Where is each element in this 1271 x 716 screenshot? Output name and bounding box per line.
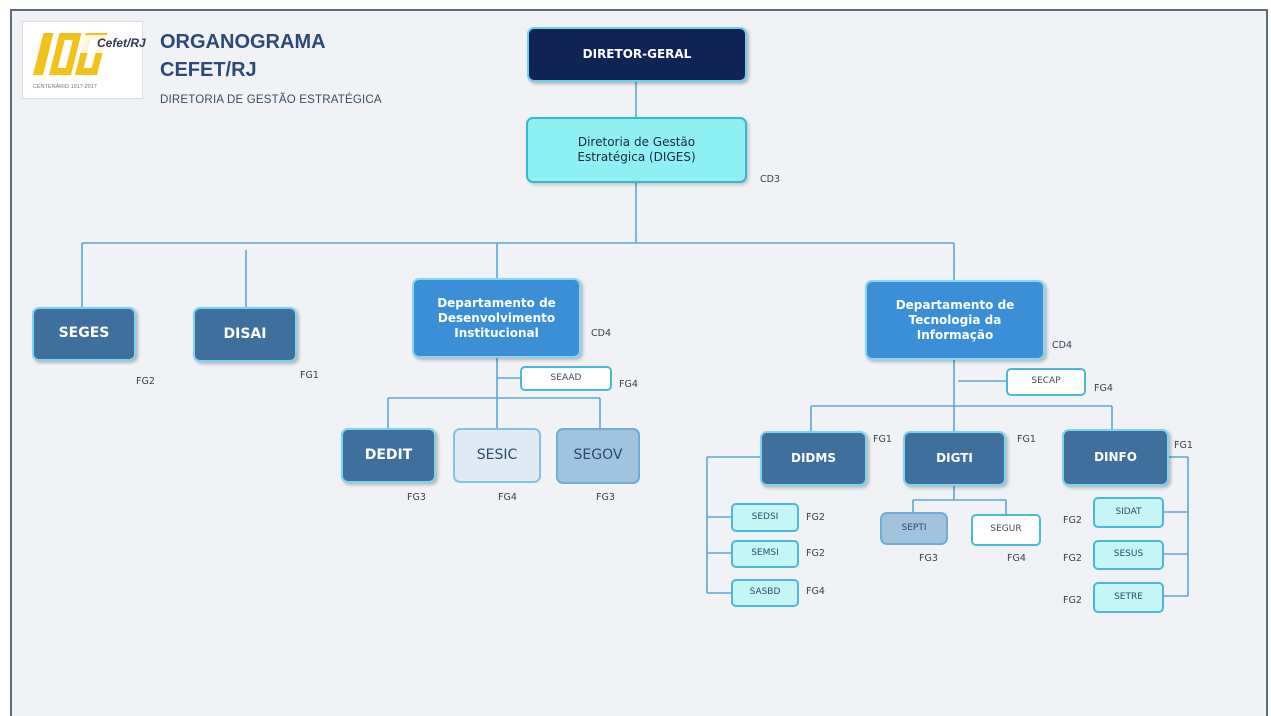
- node-setre: SETRE: [1093, 582, 1164, 613]
- page-subtitle: DIRETORIA DE GESTÃO ESTRATÉGICA: [160, 94, 382, 106]
- node-seges-label: SEGES: [58, 325, 110, 342]
- node-ddi-code: CD4: [591, 328, 611, 339]
- node-secap-code: FG4: [1094, 383, 1113, 394]
- node-segur-code: FG4: [1007, 553, 1026, 564]
- logo-footer: CENTENÁRIO 1917-2017: [33, 84, 97, 90]
- node-diges-line2: Estratégica (DIGES): [577, 150, 696, 164]
- node-seaad-code: FG4: [619, 379, 638, 390]
- node-seges: SEGES: [32, 307, 136, 361]
- cefet-logo: Cefet/RJ CENTENÁRIO 1917-2017: [22, 21, 146, 99]
- node-dinfo: DINFO: [1062, 429, 1169, 486]
- node-dinfo-label: DINFO: [1094, 450, 1137, 464]
- node-diges: Diretoria de Gestão Estratégica (DIGES): [526, 117, 747, 183]
- node-didms: DIDMS: [760, 431, 867, 486]
- node-dti-line2: Tecnologia da: [908, 312, 1002, 327]
- node-dedit: DEDIT: [341, 428, 436, 483]
- node-disai: DISAI: [193, 307, 297, 362]
- node-dedit-label: DEDIT: [364, 446, 413, 463]
- logo-name: Cefet/RJ: [97, 36, 146, 50]
- node-didms-code: FG1: [873, 434, 892, 445]
- node-septi-label: SEPTI: [901, 522, 927, 533]
- node-didms-label: DIDMS: [791, 451, 836, 465]
- node-disai-label: DISAI: [223, 325, 267, 342]
- node-sesic-label: SESIC: [476, 446, 518, 463]
- node-seges-code: FG2: [136, 376, 155, 387]
- node-dti-line3: Informação: [916, 327, 994, 342]
- centenary-100-mark: [33, 33, 111, 75]
- node-dti-line1: Departamento de: [895, 297, 1015, 312]
- node-disai-code: FG1: [300, 370, 319, 381]
- node-segov: SEGOV: [556, 428, 640, 484]
- node-semsi-label: SEMSI: [751, 548, 779, 559]
- node-seaad-label: SEAAD: [550, 372, 582, 383]
- org-chart-slide: [10, 9, 1268, 716]
- node-dti-code: CD4: [1052, 340, 1072, 351]
- node-sesus-code: FG2: [1063, 553, 1082, 564]
- node-ddi-line3: Institucional: [454, 325, 539, 340]
- page-title-institution: CEFET/RJ: [160, 59, 257, 81]
- node-secap: SECAP: [1006, 368, 1086, 396]
- page-title: ORGANOGRAMA: [160, 31, 326, 53]
- node-dinfo-code: FG1: [1174, 440, 1193, 451]
- node-septi: SEPTI: [880, 512, 948, 545]
- node-dedit-code: FG3: [407, 492, 426, 503]
- node-sedsi-label: SEDSI: [751, 511, 779, 522]
- node-ddi-line2: Desenvolvimento: [437, 310, 556, 325]
- node-digti: DIGTI: [903, 431, 1006, 486]
- node-sesic-code: FG4: [498, 492, 517, 503]
- node-diretor-geral: DIRETOR-GERAL: [527, 27, 747, 82]
- node-sidat-label: SIDAT: [1115, 506, 1142, 517]
- node-diges-code: CD3: [760, 174, 780, 185]
- node-sesus: SESUS: [1093, 540, 1164, 570]
- node-segov-code: FG3: [596, 492, 615, 503]
- node-sesic: SESIC: [453, 428, 541, 483]
- node-diges-line1: Diretoria de Gestão: [577, 135, 696, 149]
- node-digti-code: FG1: [1017, 434, 1036, 445]
- node-sedsi-code: FG2: [806, 512, 825, 523]
- node-sidat: SIDAT: [1093, 497, 1164, 528]
- node-digti-label: DIGTI: [936, 451, 973, 465]
- node-setre-code: FG2: [1063, 595, 1082, 606]
- node-semsi-code: FG2: [806, 548, 825, 559]
- node-sidat-code: FG2: [1063, 515, 1082, 526]
- node-seaad: SEAAD: [520, 366, 612, 391]
- node-sedsi: SEDSI: [731, 503, 799, 532]
- node-setre-label: SETRE: [1114, 591, 1143, 602]
- node-ddi-line1: Departamento de: [437, 295, 556, 310]
- node-segur: SEGUR: [971, 514, 1041, 546]
- node-sasbd-code: FG4: [806, 586, 825, 597]
- node-segov-label: SEGOV: [573, 447, 623, 464]
- node-ddi: Departamento de Desenvolvimento Instituc…: [412, 278, 581, 358]
- node-semsi: SEMSI: [731, 540, 799, 568]
- node-diretor-geral-label: DIRETOR-GERAL: [582, 47, 692, 61]
- node-segur-label: SEGUR: [990, 524, 1022, 535]
- node-dti: Departamento de Tecnologia da Informação: [865, 280, 1045, 360]
- node-secap-label: SECAP: [1031, 376, 1061, 387]
- node-sasbd-label: SASBD: [749, 587, 781, 598]
- node-sasbd: SASBD: [731, 579, 799, 607]
- node-septi-code: FG3: [919, 553, 938, 564]
- node-sesus-label: SESUS: [1113, 549, 1144, 560]
